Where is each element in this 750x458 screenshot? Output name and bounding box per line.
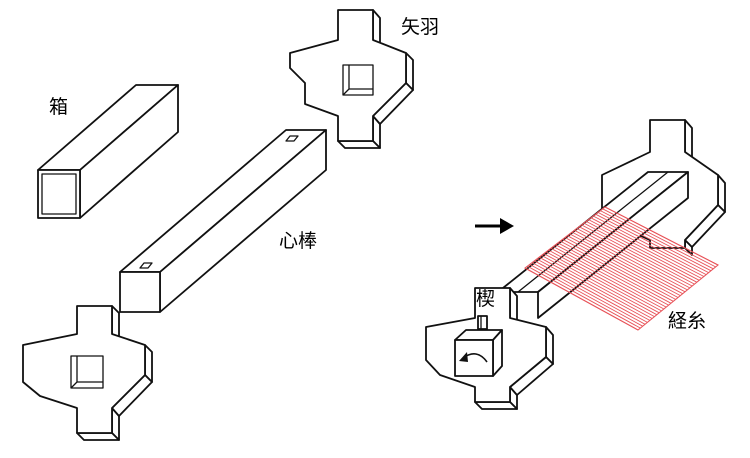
arrow-feathers-top [289, 9, 414, 149]
assembled-loom [425, 119, 726, 410]
label-core-rod: 心棒 [279, 230, 318, 252]
label-warp-thread: 経糸 [668, 310, 707, 332]
curved-arrow-icon [459, 352, 488, 363]
label-wedge: 楔 [476, 288, 496, 310]
cross-piece-bottom-left [22, 305, 153, 441]
label-box: 箱 [49, 96, 69, 118]
warp-threads [523, 206, 720, 331]
right-arrow-icon [475, 218, 514, 234]
box-part [37, 84, 179, 219]
label-arrow-feathers: 矢羽 [401, 16, 440, 38]
core-rod [119, 129, 327, 313]
